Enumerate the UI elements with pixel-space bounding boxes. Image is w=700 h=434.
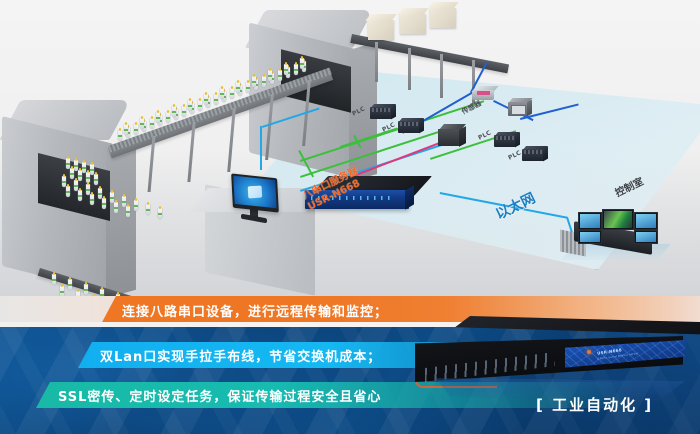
- bottle: [254, 77, 258, 90]
- plc-device: [397, 118, 425, 134]
- bottle: [84, 282, 88, 295]
- bottle: [206, 95, 210, 108]
- bottle: [182, 104, 186, 117]
- bottle: [142, 119, 146, 132]
- bottle: [70, 166, 74, 179]
- bottle: [114, 200, 118, 213]
- bottle: [146, 202, 150, 215]
- printer-device: [471, 86, 499, 100]
- carton-box: [397, 8, 429, 34]
- bottle: [140, 116, 144, 129]
- divider-strip: [0, 322, 700, 327]
- bottle: [60, 284, 64, 297]
- bottle: [134, 122, 138, 135]
- bottle: [122, 194, 126, 207]
- bottle: [94, 172, 98, 185]
- bottle: [100, 287, 104, 300]
- industrial-scene: PLC PLC PLC PLC 传感器 八串口服务器 USR-N668: [0, 0, 700, 326]
- bottle: [252, 74, 256, 87]
- bottle: [262, 74, 266, 87]
- bottle: [158, 113, 162, 126]
- bottle: [220, 86, 224, 99]
- bottle: [268, 68, 272, 81]
- bottle: [134, 198, 138, 211]
- teal-banner-text: SSL密传、定时设定任务，保证传输过程安全且省心: [58, 390, 382, 405]
- bottle: [236, 80, 240, 93]
- bottle: [230, 86, 234, 99]
- bottle: [90, 162, 94, 175]
- bottle: [188, 98, 192, 111]
- bottle: [198, 98, 202, 111]
- bottle: [158, 206, 162, 219]
- conveyor-leg: [408, 48, 411, 90]
- bottle: [238, 83, 242, 96]
- bottle: [190, 101, 194, 114]
- bottle: [204, 92, 208, 105]
- product-logo-dot: [587, 350, 591, 354]
- orange-banner-text: 连接八路串口设备，进行远程传输和监控；: [122, 305, 389, 320]
- teal-banner: SSL密传、定时设定任务，保证传输过程安全且省心: [36, 382, 636, 408]
- bottle: [74, 158, 78, 171]
- bottle: [66, 156, 70, 169]
- bottle: [124, 122, 128, 135]
- control-room-screen: [634, 230, 658, 244]
- bottle: [284, 62, 288, 75]
- switch-device: [438, 124, 466, 147]
- bottle: [278, 68, 282, 81]
- bottle: [300, 56, 304, 69]
- bottle: [126, 125, 130, 138]
- industry-tag: [ 工业自动化 ]: [536, 396, 654, 414]
- bottle: [270, 71, 274, 84]
- bottle: [78, 168, 82, 181]
- serial-device-server: [305, 176, 433, 222]
- bottle: [74, 178, 78, 191]
- bottle: [174, 107, 178, 120]
- plc-device: [369, 104, 397, 120]
- control-room-screen: [602, 209, 634, 230]
- bottle: [66, 184, 70, 197]
- conveyor-leg: [472, 60, 475, 104]
- bottle: [102, 196, 106, 209]
- bottle: [68, 277, 72, 290]
- cyan-banner-text: 双Lan口实现手拉手布线，节省交换机成本；: [100, 350, 382, 365]
- bottle: [302, 59, 306, 72]
- bottle: [222, 89, 226, 102]
- control-room: [560, 198, 671, 260]
- bottle: [246, 80, 250, 93]
- bottle: [286, 65, 290, 78]
- bottle: [110, 190, 114, 203]
- bottle: [78, 188, 82, 201]
- bottle: [98, 186, 102, 199]
- bottle: [150, 116, 154, 129]
- bottle: [294, 62, 298, 75]
- plc-device: [521, 146, 549, 162]
- control-room-screen: [634, 212, 658, 230]
- bottle: [90, 192, 94, 205]
- carton-box: [427, 2, 459, 28]
- sensor-device: [507, 98, 533, 117]
- bottle: [86, 182, 90, 195]
- product-device-image: USR-N668 8 Ports Serial Device Server: [415, 316, 700, 404]
- bottle: [86, 170, 90, 183]
- bottle: [52, 272, 56, 285]
- workstation-monitor: [231, 173, 279, 213]
- bottle: [118, 128, 122, 141]
- bottle: [156, 110, 160, 123]
- control-room-screen: [578, 212, 602, 230]
- cable-cyan: [260, 126, 262, 170]
- product-orange-cable: [415, 376, 497, 388]
- bottle: [126, 204, 130, 217]
- bottle: [82, 160, 86, 173]
- plc-device: [493, 132, 521, 148]
- conveyor-leg: [440, 54, 443, 98]
- bottle: [62, 174, 66, 187]
- control-room-screen: [578, 230, 602, 244]
- bottle: [214, 92, 218, 105]
- carton-box: [365, 14, 397, 40]
- conveyor-leg: [375, 42, 378, 82]
- bottle: [166, 110, 170, 123]
- bottle: [172, 104, 176, 117]
